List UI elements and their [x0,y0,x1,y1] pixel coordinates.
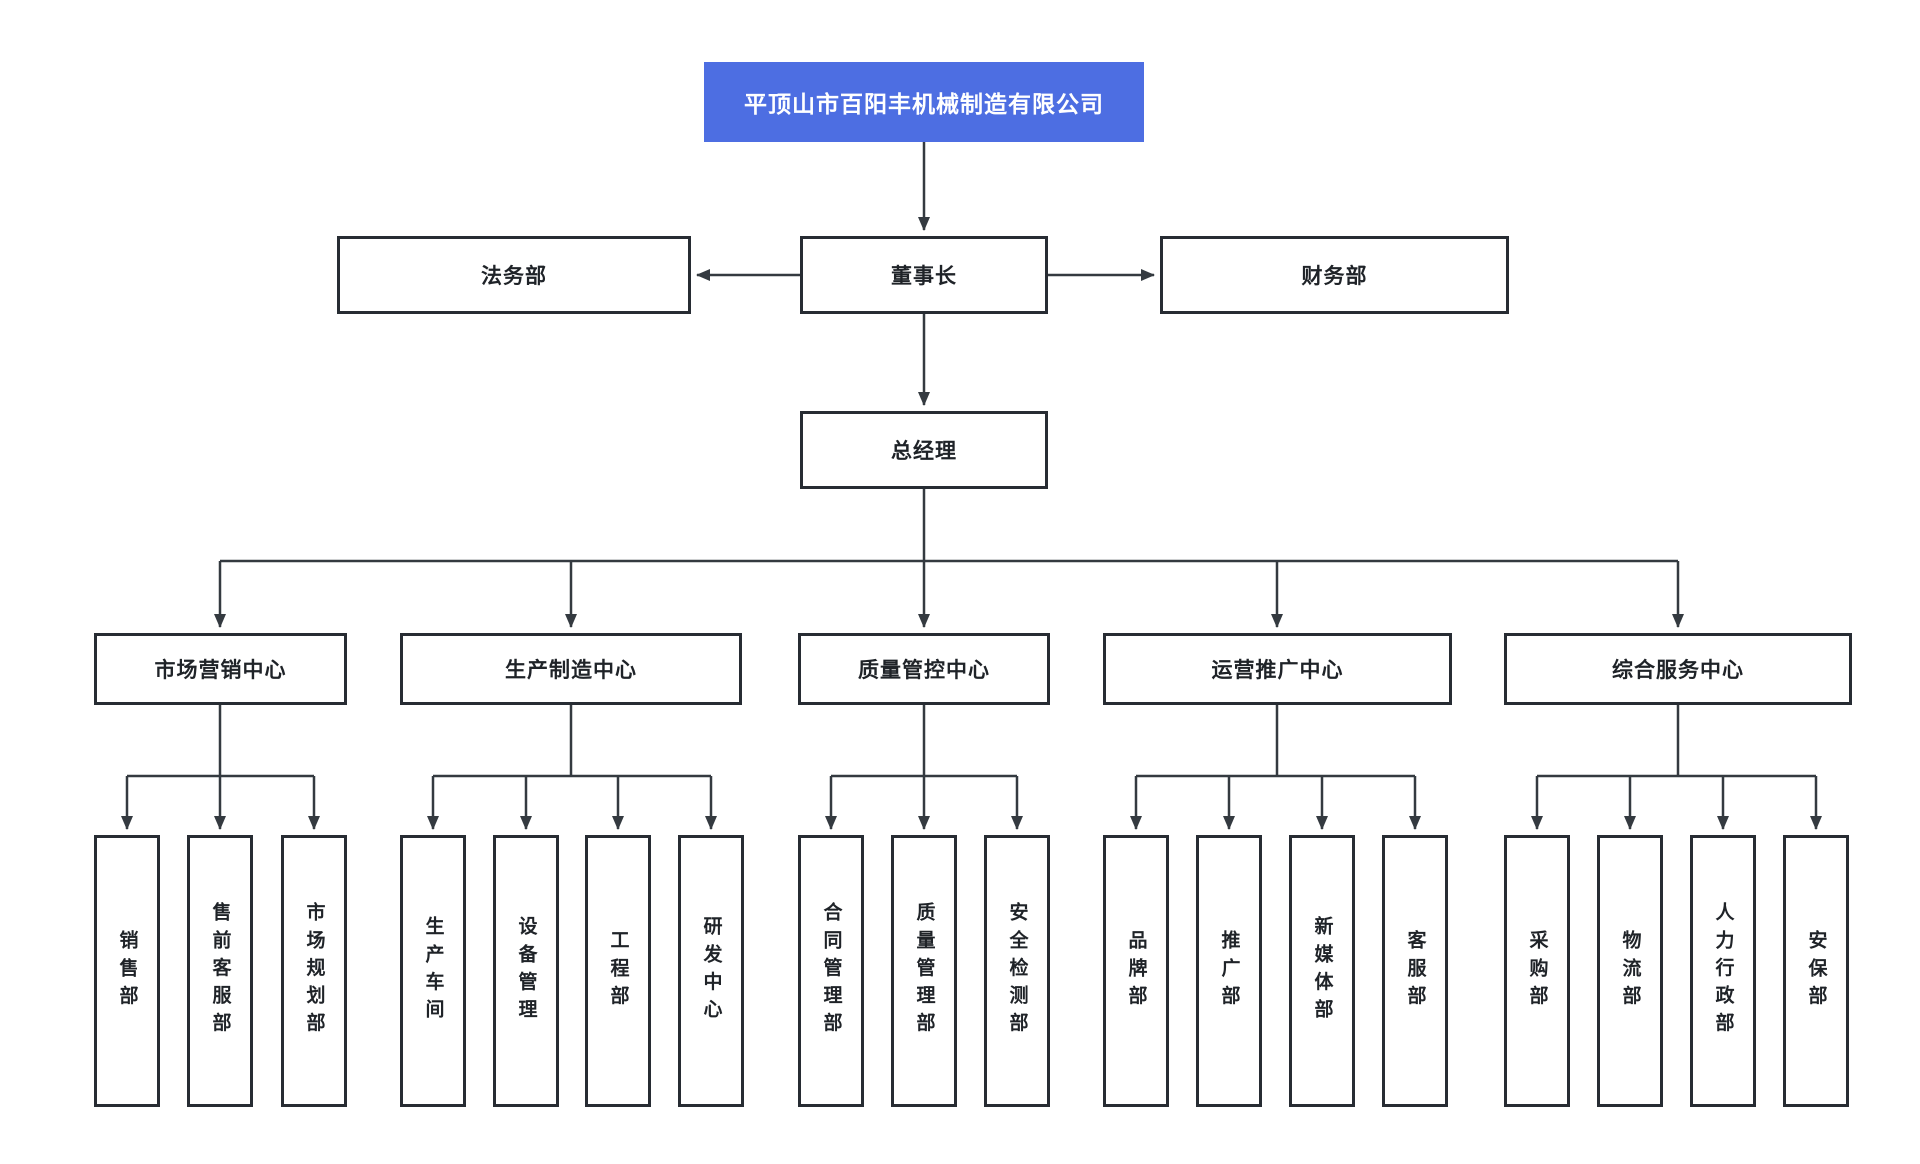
services-center-label: 综合服务中心 [1612,659,1744,682]
node-engineering-dept[interactable]: 工程部 [585,835,651,1107]
operations-center-label: 运营推广中心 [1211,659,1344,682]
production-center-label: 生产制造中心 [505,659,637,682]
connector-lines [121,142,1822,830]
node-security-dept[interactable]: 安保部 [1783,835,1849,1107]
procurement-dept-label: 采购部 [1526,929,1548,1013]
node-sales-dept[interactable]: 销售部 [94,835,160,1107]
new-media-dept-label: 新媒体部 [1311,915,1333,1027]
brand-dept-label: 品牌部 [1125,929,1147,1013]
node-presales-service-dept[interactable]: 售前客服部 [187,835,253,1107]
equipment-management-label: 设备管理 [515,915,537,1027]
node-production-center[interactable]: 生产制造中心 [400,633,742,705]
node-marketing-center[interactable]: 市场营销中心 [94,633,347,705]
node-promotion-dept[interactable]: 推广部 [1196,835,1262,1107]
security-dept-label: 安保部 [1805,929,1827,1013]
node-company-root[interactable]: 平顶山市百阳丰机械制造有限公司 [704,62,1144,142]
company-name-label: 平顶山市百阳丰机械制造有限公司 [744,91,1104,117]
presales-service-dept-label: 售前客服部 [209,902,231,1040]
market-planning-dept-label: 市场规划部 [303,902,325,1040]
node-quality-center[interactable]: 质量管控中心 [798,633,1050,705]
node-equipment-management[interactable]: 设备管理 [493,835,559,1107]
quality-center-label: 质量管控中心 [858,659,990,682]
node-services-center[interactable]: 综合服务中心 [1504,633,1852,705]
sales-dept-label: 销售部 [116,929,138,1013]
node-hr-admin-dept[interactable]: 人力行政部 [1690,835,1756,1107]
promotion-dept-label: 推广部 [1218,929,1240,1013]
node-logistics-dept[interactable]: 物流部 [1597,835,1663,1107]
general-manager-label: 总经理 [891,440,957,463]
node-production-workshop[interactable]: 生产车间 [400,835,466,1107]
rnd-center-label: 研发中心 [700,915,722,1027]
node-rnd-center[interactable]: 研发中心 [678,835,744,1107]
node-contract-management-dept[interactable]: 合同管理部 [798,835,864,1107]
node-new-media-dept[interactable]: 新媒体部 [1289,835,1355,1107]
production-workshop-label: 生产车间 [422,915,444,1027]
node-customer-service-dept[interactable]: 客服部 [1382,835,1448,1107]
node-general-manager[interactable]: 总经理 [800,411,1048,489]
finance-dept-label: 财务部 [1301,265,1368,288]
engineering-dept-label: 工程部 [607,929,629,1013]
legal-dept-label: 法务部 [481,265,547,288]
marketing-center-label: 市场营销中心 [154,659,287,682]
node-brand-dept[interactable]: 品牌部 [1103,835,1169,1107]
node-quality-management-dept[interactable]: 质量管理部 [891,835,957,1107]
node-market-planning-dept[interactable]: 市场规划部 [281,835,347,1107]
node-procurement-dept[interactable]: 采购部 [1504,835,1570,1107]
node-safety-inspection-dept[interactable]: 安全检测部 [984,835,1050,1107]
contract-management-dept-label: 合同管理部 [820,902,842,1040]
quality-management-dept-label: 质量管理部 [913,902,935,1040]
safety-inspection-dept-label: 安全检测部 [1006,902,1028,1040]
node-operations-center[interactable]: 运营推广中心 [1103,633,1452,705]
hr-admin-dept-label: 人力行政部 [1712,902,1734,1040]
node-chairman[interactable]: 董事长 [800,236,1048,314]
node-finance-dept[interactable]: 财务部 [1160,236,1509,314]
customer-service-dept-label: 客服部 [1404,929,1426,1013]
node-legal-dept[interactable]: 法务部 [337,236,691,314]
chairman-label: 董事长 [891,265,957,288]
logistics-dept-label: 物流部 [1619,929,1641,1013]
